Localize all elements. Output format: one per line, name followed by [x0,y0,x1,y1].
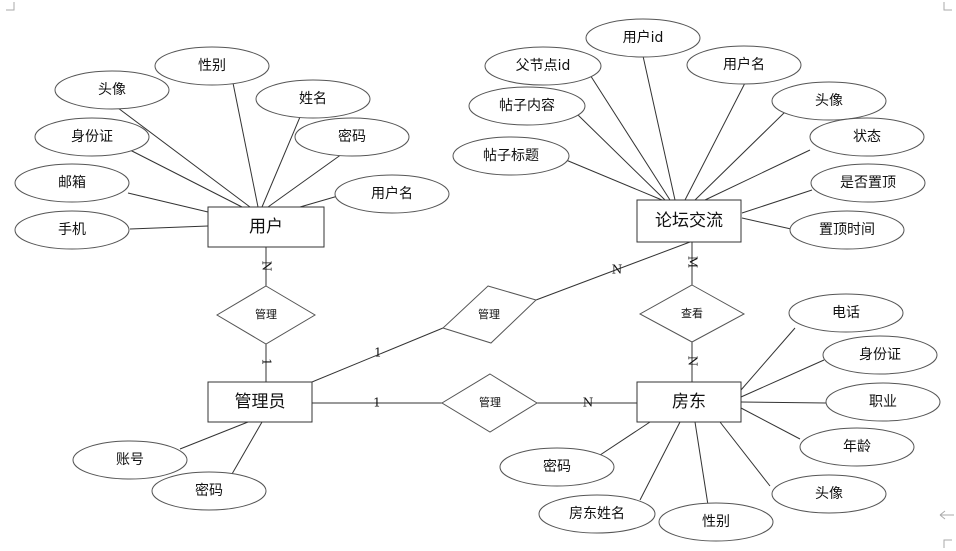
attribute-landlord-id-card: 身份证 [822,335,938,375]
svg-text:身份证: 身份证 [71,129,113,145]
relationship-user-admin: 管理 [216,285,316,345]
svg-text:房东姓名: 房东姓名 [569,506,625,522]
attribute-landlord-phone: 电话 [788,293,904,333]
cardinality-admin-rel-horiz: 1 [373,396,381,410]
svg-text:父节点id: 父节点id [516,58,571,74]
entity-landlord: 房东 [636,381,742,423]
attribute-user-email: 邮箱 [14,163,130,203]
cardinality-rel-landlord-top: N [686,356,700,367]
svg-text:头像: 头像 [815,93,843,109]
attribute-landlord-gender: 性别 [658,502,774,542]
svg-text:职业: 职业 [869,394,897,410]
cardinality-user-rel: N [260,261,274,272]
cardinality-forum-rel: M [686,256,700,268]
admin-attributes: 账号 密码 [72,440,267,511]
user-attributes: 头像 性别 姓名 身份证 密码 邮箱 用户名 手机 [14,46,450,250]
svg-text:年龄: 年龄 [843,439,871,455]
relationship-admin-landlord-label: 管理 [479,395,501,409]
svg-text:帖子内容: 帖子内容 [499,97,555,114]
attribute-forum-username: 用户名 [686,45,802,85]
attribute-landlord-name: 房东姓名 [538,494,656,534]
svg-text:性别: 性别 [198,58,226,74]
svg-text:电话: 电话 [832,305,860,321]
connector-lines [117,55,827,506]
svg-text:头像: 头像 [98,82,126,98]
page-corner-mark-bottom-right [943,539,952,548]
svg-text:帖子标题: 帖子标题 [483,148,539,164]
relationship-landlord-forum-label: 查看 [681,306,703,320]
svg-text:置顶时间: 置顶时间 [819,222,875,238]
svg-text:性别: 性别 [702,514,730,530]
attribute-forum-pinned: 是否置顶 [810,163,926,203]
attribute-user-id-card: 身份证 [34,117,150,157]
entity-forum: 论坛交流 [636,199,742,243]
attribute-forum-avatar: 头像 [771,81,887,121]
svg-text:用户名: 用户名 [371,185,413,202]
svg-text:手机: 手机 [58,222,86,238]
attribute-user-name: 姓名 [255,79,371,119]
forum-attributes: 用户id 父节点id 用户名 帖子内容 头像 状态 帖子标题 是否置顶 置顶时间 [452,18,926,250]
relationship-landlord-forum: 查看 [638,284,746,343]
svg-text:账号: 账号 [116,452,144,468]
attribute-forum-user-id: 用户id [585,18,701,58]
svg-text:密码: 密码 [543,458,571,475]
landlord-attributes: 电话 身份证 职业 年龄 密码 头像 房东姓名 性别 [499,293,941,542]
attribute-forum-parent-id: 父节点id [484,46,602,86]
attribute-admin-password: 密码 [151,471,267,511]
entity-admin: 管理员 [207,381,313,423]
svg-text:状态: 状态 [853,129,881,145]
svg-text:用户id: 用户id [623,29,664,46]
attribute-user-avatar: 头像 [54,70,170,110]
relationship-admin-forum: 管理 [442,285,537,344]
attribute-landlord-age: 年龄 [799,427,915,467]
entity-admin-label: 管理员 [235,392,286,412]
cardinality-rel-forum: N [612,263,623,277]
cardinality-labels: N 1 1 N 1 N M N [260,256,700,410]
page-corner-mark-top-right [943,2,952,11]
svg-text:密码: 密码 [195,482,223,499]
cardinality-rel-landlord: N [583,396,594,410]
attribute-landlord-job: 职业 [825,382,941,422]
attribute-user-password: 密码 [294,117,410,157]
attribute-landlord-avatar: 头像 [771,474,887,514]
attribute-landlord-password: 密码 [499,447,615,487]
cardinality-rel-admin: 1 [260,358,274,366]
attribute-admin-account: 账号 [72,440,188,480]
page-corner-mark-top-left [6,2,15,11]
attribute-user-gender: 性别 [154,46,270,86]
attribute-forum-pin-time: 置顶时间 [789,210,905,250]
entity-user-label: 用户 [249,217,283,237]
entity-landlord-label: 房东 [672,392,706,412]
attribute-forum-title: 帖子标题 [452,136,570,176]
svg-text:邮箱: 邮箱 [58,175,86,191]
attribute-forum-status: 状态 [809,117,925,157]
attribute-user-username: 用户名 [334,174,450,214]
svg-text:身份证: 身份证 [859,347,901,363]
svg-text:姓名: 姓名 [299,91,327,107]
attribute-forum-content: 帖子内容 [468,86,586,126]
relationship-user-admin-label: 管理 [255,307,277,321]
svg-text:用户名: 用户名 [723,56,765,73]
attribute-user-phone: 手机 [14,210,130,250]
relationship-admin-forum-label: 管理 [478,307,500,321]
svg-text:头像: 头像 [815,486,843,502]
return-arrow-icon [939,510,954,520]
entity-forum-label: 论坛交流 [655,211,723,231]
entity-user: 用户 [207,206,325,248]
svg-text:是否置顶: 是否置顶 [840,175,896,191]
cardinality-admin-rel-diag: 1 [374,346,382,360]
relationship-admin-landlord: 管理 [441,373,538,433]
svg-text:密码: 密码 [338,128,366,145]
